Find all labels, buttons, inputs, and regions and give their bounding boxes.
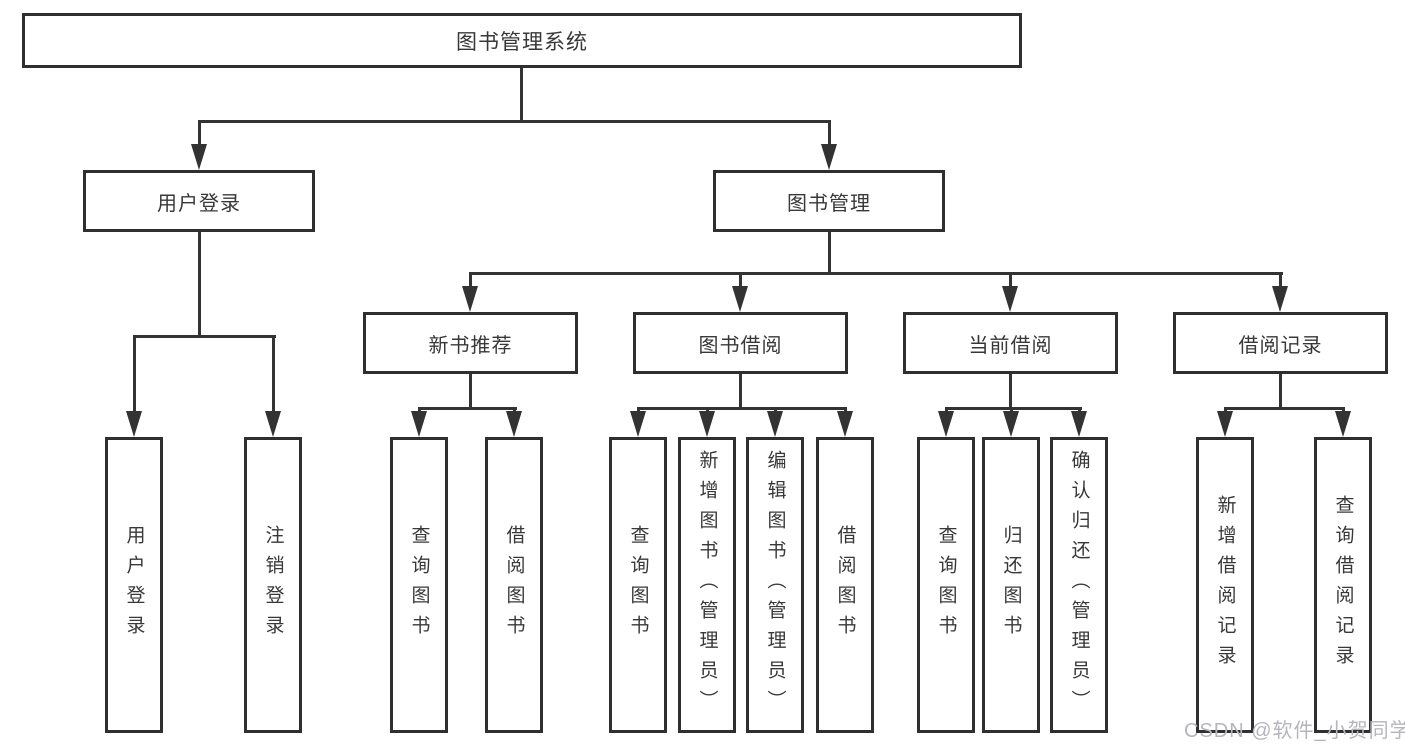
leaf-user-login: 用户登录 [105, 437, 163, 733]
connector-line [739, 374, 742, 410]
connector-line [133, 335, 136, 415]
connector-line [1009, 374, 1012, 410]
connector-line [198, 232, 201, 338]
connector-line [198, 120, 201, 148]
arrow-down-icon [837, 411, 853, 437]
csdn-watermark: CSDN @软件_小贺同学 [1184, 720, 1405, 742]
connector-line [1279, 272, 1282, 290]
connector-line [418, 407, 517, 410]
connector-line [1009, 272, 1012, 290]
leaf-add-books-admin: 新增图书（管理员） [678, 437, 736, 733]
leaf-query-books: 查询图书 [390, 437, 448, 733]
arrow-down-icon [630, 411, 646, 437]
node-current-borrow: 当前借阅 [903, 312, 1118, 374]
leaf-query-borrow-record: 查询借阅记录 [1314, 437, 1372, 733]
arrow-down-icon [732, 286, 748, 312]
leaf-edit-books-admin: 编辑图书（管理员） [746, 437, 804, 733]
connector-line [520, 68, 523, 120]
connector-line [469, 272, 1283, 275]
leaf-borrow-books-2: 借阅图书 [816, 437, 874, 733]
arrow-down-icon [462, 286, 478, 312]
arrow-down-icon [938, 411, 954, 437]
connector-line [133, 335, 276, 338]
leaf-query-books-3: 查询图书 [917, 437, 975, 733]
connector-line [828, 120, 831, 148]
arrow-down-icon [1071, 411, 1087, 437]
connector-line [1279, 374, 1282, 410]
arrow-down-icon [699, 411, 715, 437]
connector-line [945, 407, 1082, 410]
connector-line [469, 272, 472, 290]
leaf-query-books-2: 查询图书 [609, 437, 667, 733]
arrow-down-icon [1003, 411, 1019, 437]
leaf-add-borrow-record: 新增借阅记录 [1196, 437, 1254, 733]
connector-line [828, 232, 831, 275]
leaf-confirm-return-admin: 确认归还（管理员） [1050, 437, 1108, 733]
node-borrow-records: 借阅记录 [1173, 312, 1388, 374]
arrow-down-icon [767, 411, 783, 437]
node-new-book-recommend: 新书推荐 [363, 312, 578, 374]
arrow-down-icon [1272, 286, 1288, 312]
connector-line [198, 120, 831, 123]
node-root-system: 图书管理系统 [22, 13, 1022, 68]
node-book-management: 图书管理 [713, 170, 945, 232]
arrow-down-icon [126, 411, 142, 437]
connector-line [739, 272, 742, 290]
leaf-borrow-books: 借阅图书 [485, 437, 543, 733]
connector-line [1224, 407, 1345, 410]
node-book-borrow: 图书借阅 [633, 312, 848, 374]
connector-line [272, 335, 275, 415]
leaf-return-books: 归还图书 [982, 437, 1040, 733]
arrow-down-icon [821, 144, 837, 170]
arrow-down-icon [265, 411, 281, 437]
leaf-logout: 注销登录 [244, 437, 302, 733]
connector-line [637, 407, 847, 410]
connector-line [469, 374, 472, 410]
arrow-down-icon [1217, 411, 1233, 437]
arrow-down-icon [411, 411, 427, 437]
arrow-down-icon [191, 144, 207, 170]
arrow-down-icon [1002, 286, 1018, 312]
arrow-down-icon [506, 411, 522, 437]
arrow-down-icon [1335, 411, 1351, 437]
node-user-login: 用户登录 [83, 170, 315, 232]
